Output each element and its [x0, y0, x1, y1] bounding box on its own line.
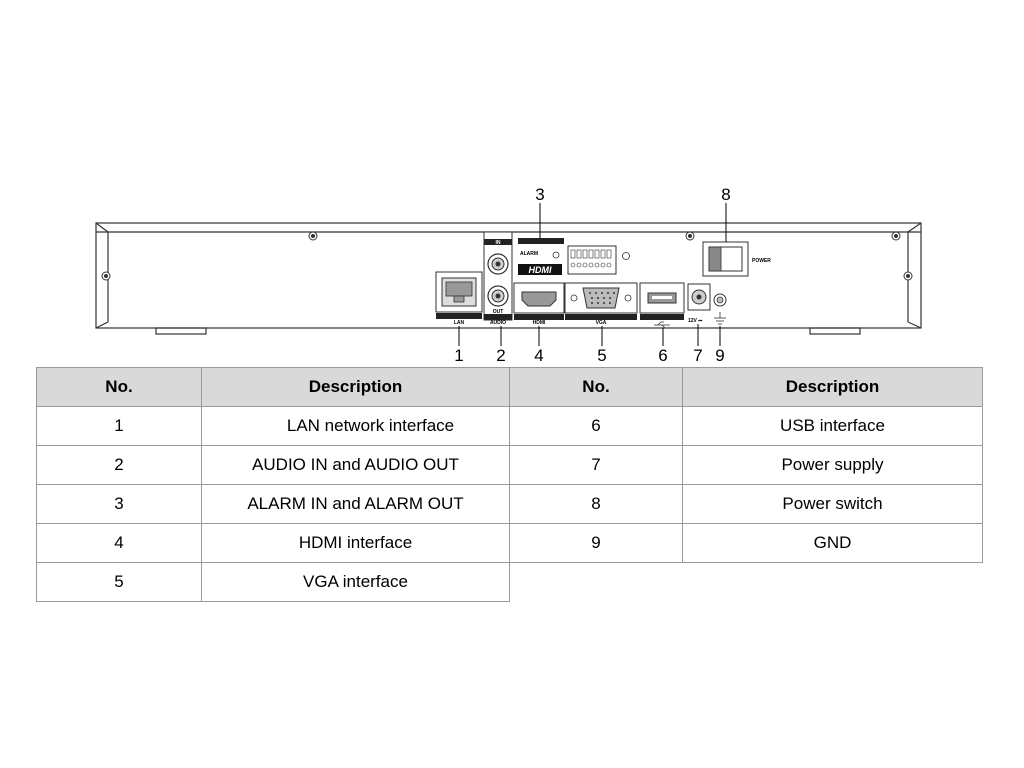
callout-9: 9 [715, 346, 724, 365]
table-row: 3 ALARM IN and ALARM OUT 8 Power switch [36, 484, 983, 524]
empty-cell [682, 562, 983, 602]
cell-description: GND [682, 523, 983, 563]
cell-description: LAN network interface [201, 406, 510, 446]
usb-port [639, 282, 685, 329]
cell-no: 8 [509, 484, 683, 524]
table-row: 1 LAN network interface 6 USB interface [36, 406, 983, 446]
table-row: 4 HDMI interface 9 GND [36, 523, 983, 563]
table-header-row: No. Description No. Description [36, 367, 983, 407]
lan-port: LAN [435, 271, 483, 326]
vga-port: VGA [564, 282, 638, 326]
callout-6: 6 [658, 346, 667, 365]
audio-out-label: OUT [493, 309, 504, 315]
vga-label: VGA [596, 320, 607, 326]
audio-ports: IN OUT AUDIO [483, 231, 513, 326]
cell-description: VGA interface [201, 562, 510, 602]
dc-label: 12V ⎓ [688, 318, 702, 324]
table-row: 2 AUDIO IN and AUDIO OUT 7 Power supply [36, 445, 983, 485]
header-no-left: No. [36, 367, 202, 407]
cell-description: Power supply [682, 445, 983, 485]
power-switch: POWER [702, 241, 771, 277]
callout-8: 8 [721, 185, 730, 204]
cell-description: USB interface [682, 406, 983, 446]
header-no-right: No. [509, 367, 683, 407]
hdmi-label: HDMI [533, 320, 546, 326]
callout-3: 3 [535, 185, 544, 204]
callout-5: 5 [597, 346, 606, 365]
cell-description: Power switch [682, 484, 983, 524]
cell-no: 7 [509, 445, 683, 485]
cell-description: ALARM IN and ALARM OUT [201, 484, 510, 524]
audio-in-label: IN [496, 240, 501, 246]
alarm-terminal: ALARM HDMI [518, 238, 630, 275]
alarm-label: ALARM [520, 251, 538, 257]
cell-no: 2 [36, 445, 202, 485]
callout-1: 1 [454, 346, 463, 365]
hdmi-logo-top: HDMI [529, 265, 552, 275]
callout-4: 4 [534, 346, 543, 365]
lan-label: LAN [454, 320, 465, 326]
hdmi-port: HDMI [513, 282, 565, 326]
callout-2: 2 [496, 346, 505, 365]
callout-7: 7 [693, 346, 702, 365]
empty-cell [509, 562, 683, 602]
cell-description: AUDIO IN and AUDIO OUT [201, 445, 510, 485]
chassis-screws [101, 231, 913, 281]
cell-no: 3 [36, 484, 202, 524]
header-description-left: Description [201, 367, 510, 407]
cell-no: 1 [36, 406, 202, 446]
callout-numbers: 1 2 3 4 5 6 7 8 9 [454, 185, 730, 365]
cell-no: 9 [509, 523, 683, 563]
cell-no: 6 [509, 406, 683, 446]
ground-icon [714, 312, 726, 325]
header-description-right: Description [682, 367, 983, 407]
audio-label: AUDIO [490, 320, 506, 326]
cell-no: 4 [36, 523, 202, 563]
table-row: 5 VGA interface [36, 562, 983, 602]
power-label: POWER [752, 258, 771, 264]
dc-power-input: 12V ⎓ [687, 283, 711, 324]
port-description-table: No. Description No. Description 1 LAN ne… [36, 367, 983, 602]
callout-lines [458, 203, 727, 346]
usb-icon [654, 321, 670, 329]
cell-no: 5 [36, 562, 202, 602]
rear-panel-diagram: LAN IN OUT AUDIO ALARM [95, 185, 922, 365]
cell-description: HDMI interface [201, 523, 510, 563]
gnd-terminal [713, 293, 727, 325]
